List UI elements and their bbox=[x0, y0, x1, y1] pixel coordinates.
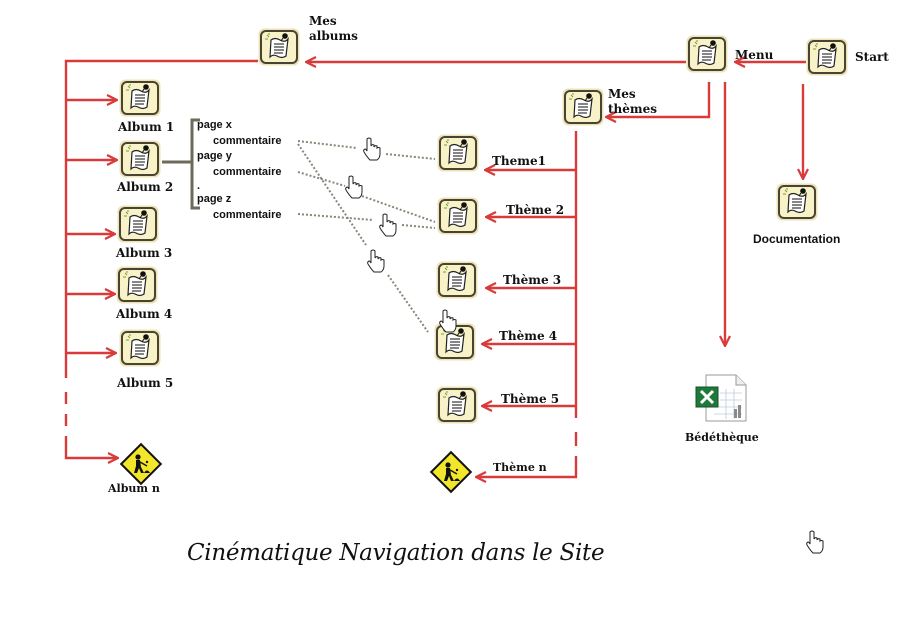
mes-themes-node-icon[interactable] bbox=[561, 87, 605, 127]
link-pagex-theme4 bbox=[387, 274, 429, 333]
link-pagez-theme2 bbox=[297, 213, 374, 221]
mes-albums-label-line1: Mes bbox=[309, 14, 337, 28]
hand-cursor-icon bbox=[379, 213, 397, 237]
menu-node-icon[interactable] bbox=[685, 34, 729, 74]
hand-cursor-icon bbox=[806, 530, 824, 554]
link-pagey-theme2 bbox=[297, 171, 346, 187]
album-1-icon[interactable] bbox=[118, 78, 162, 118]
albums-trunk bbox=[64, 59, 258, 378]
start-node-icon[interactable] bbox=[805, 37, 849, 77]
theme-3-label: Thème 3 bbox=[503, 273, 562, 287]
mes-albums-label-line2: albums bbox=[309, 29, 358, 43]
menu-label: Menu bbox=[735, 48, 774, 62]
mes-themes-label-line2: thèmes bbox=[608, 102, 657, 116]
link-pagez-theme2 bbox=[401, 224, 436, 229]
link-pagex-theme4 bbox=[297, 143, 367, 246]
link-pagex-theme1 bbox=[385, 153, 436, 160]
theme-2-icon[interactable] bbox=[436, 196, 480, 236]
start-label: Start bbox=[855, 50, 889, 64]
mes-albums-node-icon[interactable] bbox=[257, 27, 301, 67]
page-x[interactable]: page x bbox=[197, 119, 232, 131]
navigation-arrows bbox=[64, 59, 806, 477]
theme-5-icon[interactable] bbox=[435, 385, 479, 425]
link-pagex-theme1 bbox=[297, 140, 358, 149]
album-2-icon[interactable] bbox=[118, 139, 162, 179]
hand-cursor-icon bbox=[367, 249, 385, 273]
documentation-label: Documentation bbox=[753, 232, 841, 246]
album-n-under-construction-icon[interactable] bbox=[120, 443, 162, 485]
diagram-caption: Cinématique Navigation dans le Site bbox=[187, 540, 605, 566]
bedetheque-label: Bédéthèque bbox=[685, 431, 759, 444]
album-pages-bracket bbox=[162, 118, 200, 210]
mes-themes-label-line1: Mes bbox=[608, 87, 636, 101]
edge-menu-mes-themes bbox=[606, 82, 711, 117]
albums-trunk-end bbox=[64, 436, 118, 458]
album-3-label: Album 3 bbox=[116, 246, 173, 260]
dotted-links bbox=[297, 140, 436, 333]
pages-ellipsis: . bbox=[197, 180, 201, 192]
album-5-label: Album 5 bbox=[117, 376, 174, 390]
hand-cursor-icon bbox=[363, 137, 381, 161]
theme-n-label: Thème n bbox=[493, 461, 547, 474]
themes-trunk-end bbox=[476, 456, 578, 477]
theme-1-label: Theme1 bbox=[492, 154, 546, 168]
album-1-label: Album 1 bbox=[118, 120, 175, 134]
theme-2-label: Thème 2 bbox=[506, 203, 565, 217]
page-z-comment[interactable]: commentaire bbox=[213, 208, 282, 221]
album-4-icon[interactable] bbox=[115, 265, 159, 305]
album-pages-list: page x commentaire page y commentaire . … bbox=[197, 118, 281, 223]
link-pagey-theme2 bbox=[361, 195, 436, 223]
page-x-comment[interactable]: commentaire bbox=[213, 134, 282, 147]
album-5-icon[interactable] bbox=[118, 328, 162, 368]
album-n-label: Album n bbox=[108, 482, 160, 495]
page-y-comment[interactable]: commentaire bbox=[213, 165, 282, 178]
theme-n-under-construction-icon[interactable] bbox=[430, 451, 472, 493]
hand-cursor-icon bbox=[345, 175, 363, 199]
theme-5-label: Thème 5 bbox=[501, 392, 560, 406]
documentation-node-icon[interactable] bbox=[775, 182, 819, 222]
page-z[interactable]: page z bbox=[197, 193, 232, 205]
theme-4-label: Thème 4 bbox=[499, 329, 558, 343]
bedetheque-excel-icon[interactable] bbox=[695, 374, 747, 422]
theme-3-icon[interactable] bbox=[435, 260, 479, 300]
album-4-label: Album 4 bbox=[116, 307, 173, 321]
album-2-label: Album 2 bbox=[117, 180, 174, 194]
album-3-icon[interactable] bbox=[116, 204, 160, 244]
theme-1-icon[interactable] bbox=[436, 133, 480, 173]
page-y[interactable]: page y bbox=[197, 150, 232, 162]
